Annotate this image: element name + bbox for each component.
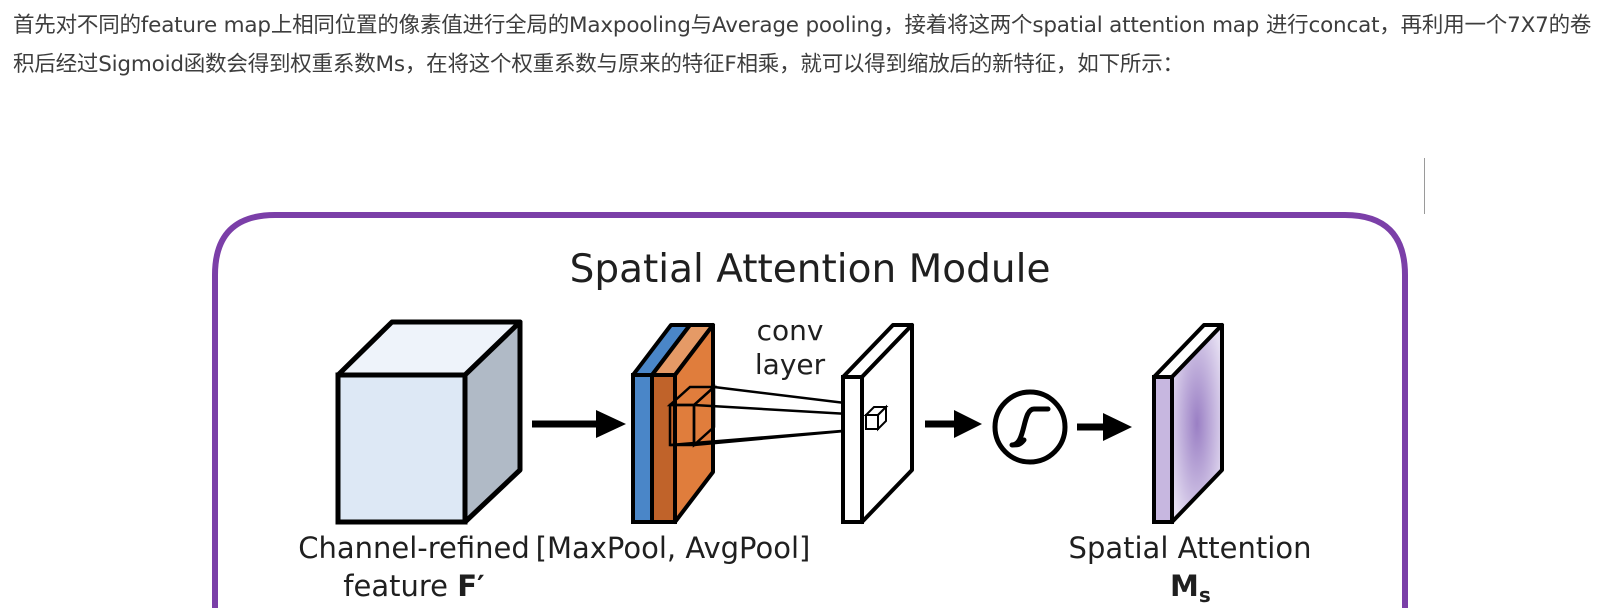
conv-output-plane xyxy=(841,323,914,524)
output-label-symbol: M xyxy=(1170,569,1199,603)
spatial-attention-map xyxy=(1152,323,1224,524)
arrow-conv-to-sigmoid xyxy=(925,410,982,438)
input-label-line1: Channel-refined xyxy=(298,531,530,565)
input-feature-cube xyxy=(335,319,523,525)
input-label-line2: feature F′ xyxy=(343,569,484,603)
figure-title: Spatial Attention Module xyxy=(570,247,1051,292)
pool-label: [MaxPool, AvgPool] xyxy=(536,531,811,565)
arrow-sigmoid-to-attention xyxy=(1077,413,1132,441)
output-label-line1: Spatial Attention xyxy=(1069,531,1312,565)
module-frame xyxy=(212,212,1408,608)
input-label-symbol: F′ xyxy=(457,569,484,603)
arrow-input-to-pool xyxy=(532,410,626,438)
output-label-symbol-group: Ms xyxy=(1170,569,1211,607)
sigmoid-icon xyxy=(992,389,1068,465)
input-label-prefix: feature xyxy=(343,569,457,603)
text-cursor xyxy=(1424,158,1425,214)
conv-label-line2: layer xyxy=(755,348,826,381)
article-paragraph: 首先对不同的feature map上相同位置的像素值进行全局的Maxpoolin… xyxy=(13,13,1592,77)
pooled-maps-block xyxy=(631,323,718,524)
output-label-subscript: s xyxy=(1199,583,1211,607)
conv-label-line1: conv xyxy=(757,314,824,347)
